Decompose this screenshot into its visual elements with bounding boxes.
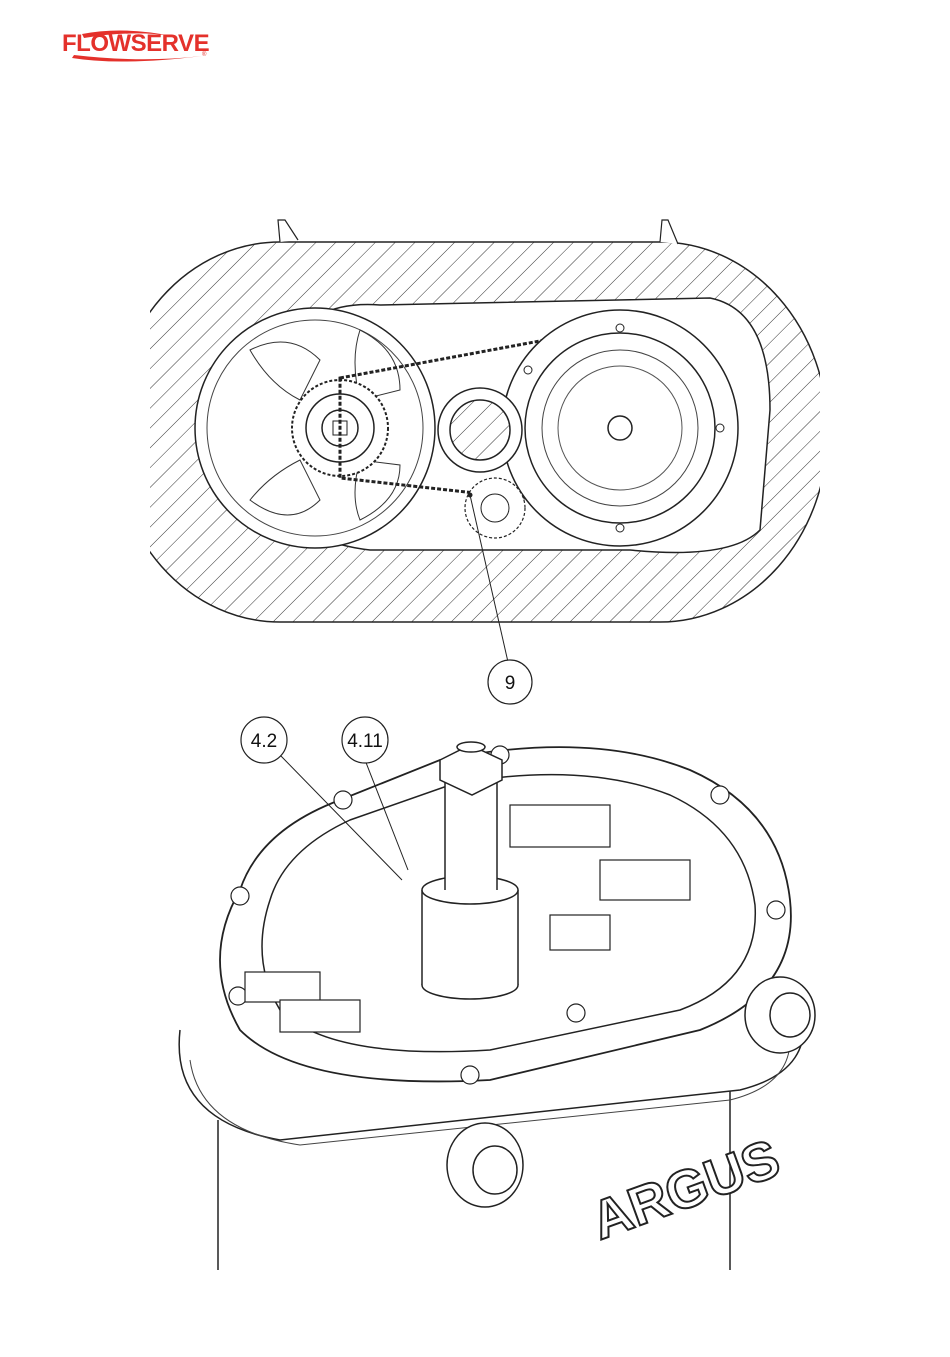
callout-4.11: 4.11 — [342, 717, 388, 763]
gear-belt-section-drawing: 9 — [150, 210, 820, 710]
actuator-isometric-drawing: ARGUS 4.2 4.11 — [140, 700, 840, 1270]
cable-gland-right — [745, 977, 815, 1053]
cable-gland-front — [447, 1123, 523, 1207]
housing-tab-left — [278, 220, 298, 242]
housing-text: ARGUS — [584, 1128, 788, 1251]
callout-4.2: 4.2 — [241, 717, 287, 763]
brand-name: FLOWSERVE — [62, 30, 209, 58]
svg-text:4.11: 4.11 — [347, 731, 383, 752]
bottom-gear — [465, 478, 525, 538]
callout-9: 9 — [488, 660, 532, 704]
svg-text:9: 9 — [505, 673, 516, 694]
svg-text:4.2: 4.2 — [251, 731, 277, 752]
housing-tab-right — [660, 220, 678, 244]
right-large-wheel — [502, 310, 738, 546]
center-shaft — [438, 388, 522, 472]
registered-mark: ® — [202, 52, 206, 58]
flowserve-logo: FLOWSERVE ® — [62, 26, 212, 66]
